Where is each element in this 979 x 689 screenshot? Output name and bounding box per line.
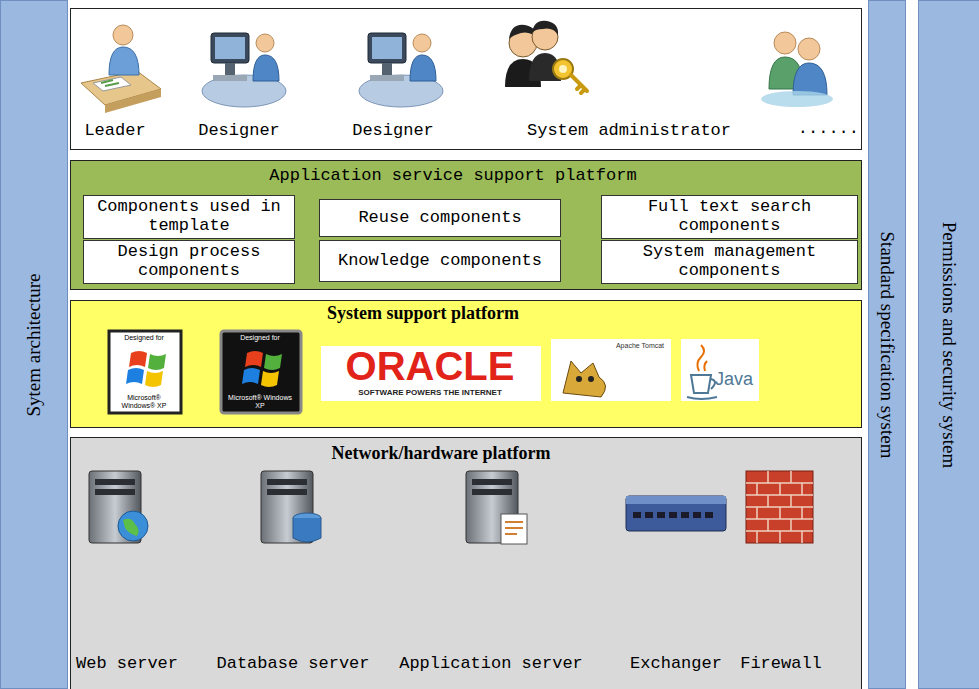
component-box: Components used in template	[83, 195, 295, 239]
logo-text: Apache Tomcat	[616, 342, 664, 350]
logo-text: SOFTWARE POWERS THE INTERNET	[358, 389, 502, 398]
component-label: System management components	[606, 243, 853, 280]
logo-text: Microsoft® Windows XP	[225, 394, 295, 409]
item-label: Designer	[352, 121, 434, 140]
hardware-icons	[71, 438, 861, 688]
band-label: Sytem architecture	[23, 273, 45, 416]
item-label: Application server	[399, 654, 583, 673]
side-band: Permissions and security system	[918, 0, 979, 689]
side-band: Standard specification system	[868, 0, 906, 689]
component-box: Reuse components	[319, 199, 561, 237]
item-label: Firewall	[740, 654, 822, 673]
component-box: Knowledge components	[319, 240, 561, 282]
component-box: Design process components	[83, 240, 295, 284]
layer-title: Application service support platform	[269, 166, 636, 185]
side-band: Sytem architecture	[0, 0, 68, 689]
component-box: System management components	[601, 240, 858, 284]
component-label: Full text search components	[606, 198, 853, 235]
item-label: ......	[798, 119, 859, 138]
component-label: Reuse components	[358, 209, 521, 228]
logo-text: Microsoft® Windows® XP	[111, 394, 177, 409]
item-label: Database server	[216, 654, 369, 673]
item-label: Designer	[198, 121, 280, 140]
logo-text: Java	[715, 370, 753, 390]
component-label: Design process components	[88, 243, 290, 280]
layer-title: Network/hardware platform	[331, 443, 550, 464]
logo-text: ORACLE	[346, 344, 515, 388]
band-label: Permissions and security system	[938, 221, 960, 467]
component-label: Knowledge components	[338, 252, 542, 271]
logo-text: Designed for	[124, 334, 164, 342]
item-label: System administrator	[527, 121, 731, 140]
item-label: Exchanger	[630, 654, 722, 673]
user-icons	[71, 9, 861, 149]
item-label: Leader	[84, 121, 145, 140]
item-label: Web server	[76, 654, 178, 673]
band-label: Standard specification system	[876, 231, 898, 458]
logo-text: Designed for	[240, 334, 280, 342]
component-box: Full text search components	[601, 195, 858, 239]
platform-layer: Components used in template Reuse compone…	[70, 160, 862, 290]
user-panel: Leader Designer Designer System administrat…	[70, 8, 862, 150]
component-label: Components used in template	[88, 198, 290, 235]
platform-layer: Network/hardware platformWeb server Datab…	[70, 437, 862, 689]
layer-title: System support platform	[327, 303, 519, 324]
